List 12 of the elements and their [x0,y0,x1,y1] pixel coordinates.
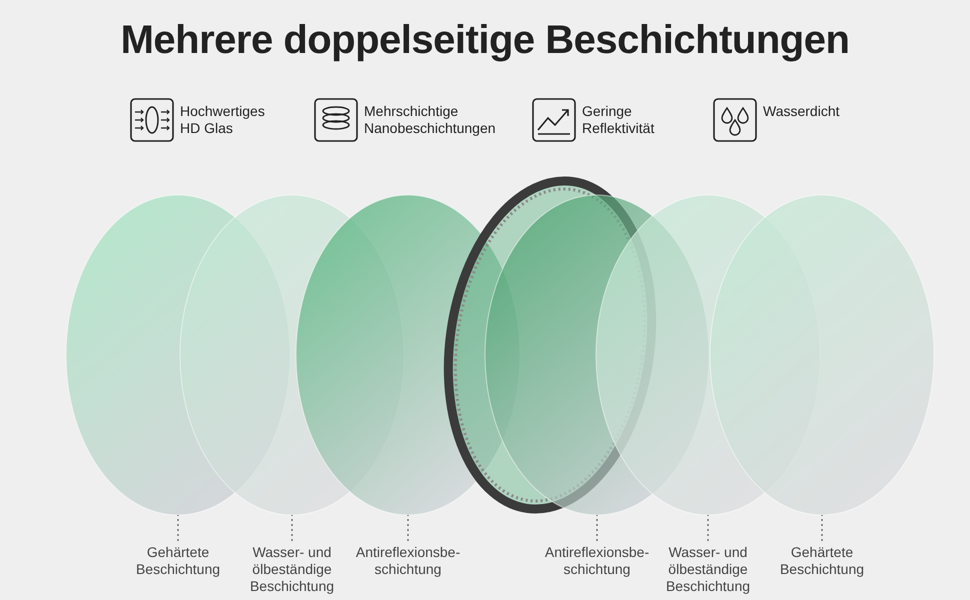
feature-label: Mehrschichtige Nanobeschichtungen [364,103,497,137]
feature-label: Hochwertiges HD Glas [180,103,266,137]
leader-line [177,515,179,541]
feature-label: Geringe Reflektivität [582,103,656,137]
glass-disc [709,194,935,516]
leader-line [291,515,293,541]
leader-line [821,515,823,541]
title: Mehrere doppelseitige Beschichtungen [120,18,850,63]
leader-line [407,515,409,541]
leader-line [707,515,709,541]
feature-label: Wasserdicht [763,103,841,120]
leader-line [596,515,598,541]
